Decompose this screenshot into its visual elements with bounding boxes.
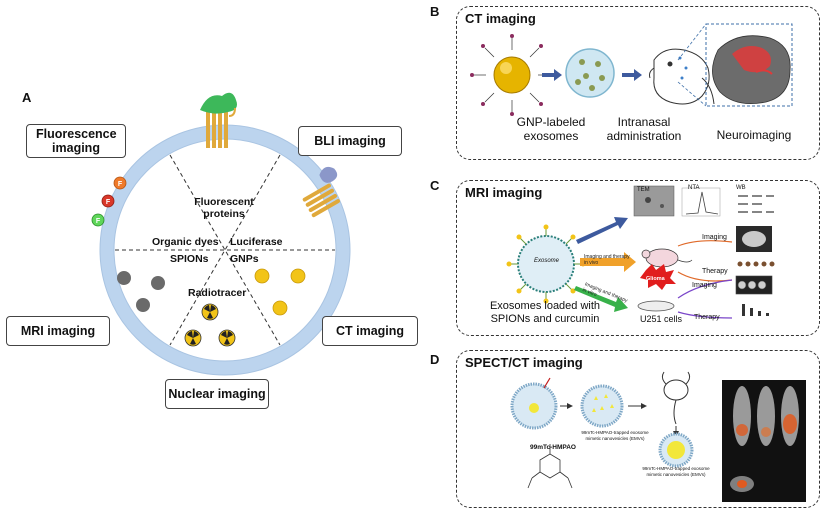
glioma-burst (640, 264, 676, 290)
sector-organic-dyes: Organic dyes (152, 236, 219, 248)
label-nuclear-imaging: Nuclear imaging (165, 379, 269, 409)
label-gnp-labeled-exosomes: GNP-labeled exosomes (516, 115, 586, 143)
label-ct-imaging: CT imaging (322, 316, 418, 346)
nta-plot (681, 187, 721, 217)
label-mri-imaging: MRI imaging (6, 316, 110, 346)
spect-ct-body-scans (730, 386, 799, 492)
label-tc-hmpao: 99mTc-HMPAO (530, 444, 576, 451)
label-imaging-1: Imaging (702, 234, 727, 241)
arrow-b-2 (622, 69, 642, 81)
label-intranasal-administration: Intranasal administration (606, 115, 682, 143)
spion-exosome-icon (506, 224, 586, 304)
sector-radiotracer: Radiotracer (188, 287, 247, 299)
luciferase-protein-icon (302, 166, 340, 218)
panel-d-letter: D (430, 352, 440, 367)
fluorescent-protein-icon (200, 92, 237, 148)
label-neuroimaging: Neuroimaging (716, 128, 792, 142)
delivery-dots (678, 56, 688, 80)
u251-dish (637, 300, 675, 312)
panel-a-letter: A (22, 90, 32, 105)
gnp-particle-icon (470, 34, 554, 116)
panel-c-box: MRI imaging (456, 180, 820, 336)
panel-d-box: SPECT/CT imaging (456, 350, 820, 508)
sector-dividers (115, 154, 335, 346)
label-therapy-2: Therapy (694, 314, 720, 321)
neuroimaging-zoom-frame (705, 23, 793, 107)
sector-gnps: GNPs (230, 253, 259, 265)
exosome-sphere-icon (565, 48, 615, 98)
radiotracer-icons (184, 303, 236, 347)
dye-letter-2: F (106, 199, 111, 206)
label-bli-imaging: BLI imaging (298, 126, 402, 156)
label-glioma: Glioma (646, 276, 665, 282)
dye-letter-1: F (118, 181, 123, 188)
label-tem: TEM (637, 187, 650, 193)
label-trapped-emvs-2: 99mTc-HMPAO-trapped exosome mimetic nano… (642, 466, 710, 477)
tem-image (633, 185, 675, 217)
panel-d-title: SPECT/CT imaging (465, 355, 583, 370)
mri-vitro-image (735, 275, 773, 295)
label-trapped-emvs-1: 99mTc-HMPAO-trapped exosome mimetic nano… (581, 430, 649, 441)
label-u251-cells: U251 cells (640, 314, 683, 324)
sector-spions: SPIONs (170, 253, 209, 265)
arrow-imaging-vitro (574, 286, 628, 312)
label-fluorescence-imaging: Fluorescence imaging (26, 124, 126, 158)
panel-b-title: CT imaging (465, 11, 536, 26)
panel-c-letter: C (430, 178, 440, 193)
label-exosome: Exosome (534, 258, 560, 264)
panel-a-diagram: F F F (91, 92, 351, 376)
western-blot-image (738, 195, 774, 213)
dye-letter-3: F (96, 218, 101, 225)
hmpao-structure (527, 444, 573, 489)
therapy-bar-chart (742, 304, 769, 316)
panel-d-diagram (510, 371, 806, 502)
gold-nanoparticles (254, 268, 306, 316)
cell-vesicle-icon (510, 377, 558, 430)
organic-dye-molecules (91, 176, 127, 227)
panel-c-title: MRI imaging (465, 185, 543, 200)
label-wb: WB (736, 185, 746, 191)
sector-luciferase: Luciferase (230, 236, 283, 248)
mouse-icon (641, 248, 693, 268)
emv-vesicle-icon-2 (658, 432, 694, 468)
arrow-characterization (576, 217, 628, 244)
sector-fluorescent-proteins: Fluorescent proteins (194, 196, 254, 220)
label-nta: NTA (688, 185, 700, 191)
label-therapy-1: Therapy (702, 268, 728, 275)
arrow-imaging-vivo (580, 252, 636, 272)
label-imaging-therapy-vivo: Imaging and therapy in vivo (584, 254, 630, 266)
tumor-row-images (737, 261, 775, 267)
panel-b-diagram (470, 23, 793, 116)
brain-ct-render (712, 35, 791, 105)
mouse-head-icon (649, 48, 715, 105)
label-spion-caption: Exosomes loaded with SPIONs and curcumin (489, 300, 601, 325)
arrow-b-1 (542, 69, 562, 81)
panel-c-diagram (506, 185, 775, 319)
panel-b-box: CT imaging (456, 6, 820, 160)
spion-particles (117, 271, 165, 312)
emv-vesicle-icon-1 (580, 384, 624, 428)
label-imaging-2: Imaging (692, 282, 717, 289)
mouse-outline-icon (661, 371, 691, 425)
panel-b-letter: B (430, 4, 440, 19)
exosome-ring-inner-edge (113, 138, 337, 362)
